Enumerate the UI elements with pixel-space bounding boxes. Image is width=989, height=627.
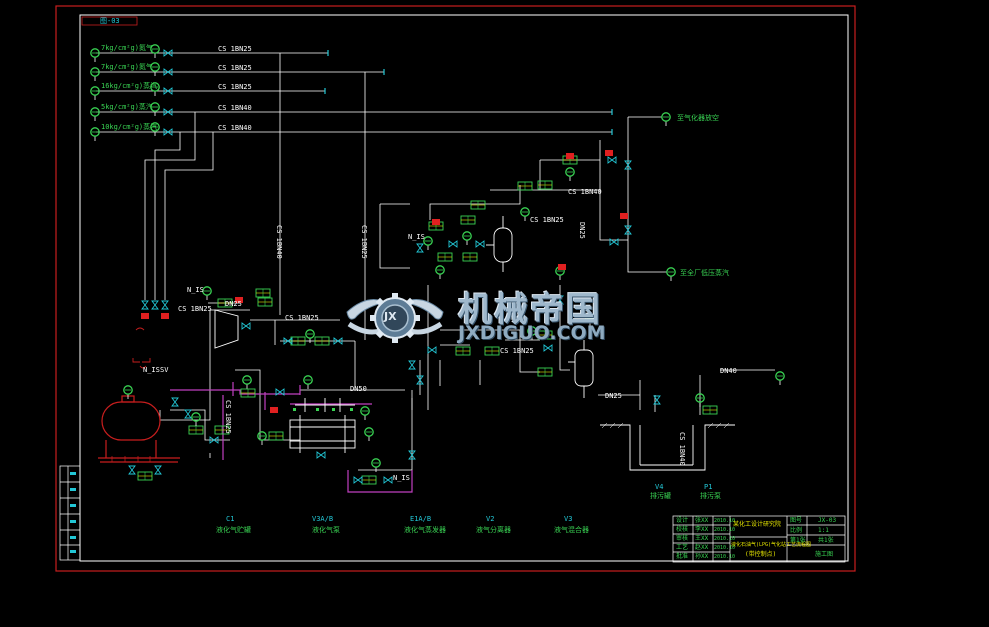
tb-drawing-no-label: 图号 xyxy=(790,517,803,524)
header-label-1: 7kg/cm²g)氮气 xyxy=(101,44,153,52)
line-tag-right-short: CS 1BN40 xyxy=(568,188,602,196)
utility-headers xyxy=(96,52,612,133)
line-tag-pit: CS 1BN25 xyxy=(530,216,564,224)
header-label-2: 7kg/cm²g)氮气 xyxy=(101,63,153,71)
equipment-name-v2: 液气分离器 xyxy=(476,526,511,534)
watermark-cn: 机械帝国 xyxy=(458,290,602,330)
valve-tag-n1: N_IS xyxy=(187,286,204,294)
equipment-name-v4: 排污罐 xyxy=(650,492,671,500)
tb-row3-name: 王XX xyxy=(695,535,709,542)
equipment-code-p1: P1 xyxy=(704,483,713,491)
compressor-symbol xyxy=(214,309,239,349)
header-label-4: 5kg/cm²g)蒸汽 xyxy=(101,103,153,111)
header-label-5: 10kg/cm²g)蒸汽 xyxy=(101,123,158,131)
tb-row2-name: 李XX xyxy=(695,526,709,533)
relief-valve xyxy=(132,327,151,369)
drain-pit xyxy=(600,424,735,471)
equipment-code-c1: C1 xyxy=(226,515,235,523)
watermark-logo: 机械帝国 JXDIGUO.COM JX xyxy=(345,282,645,352)
title-block-grid xyxy=(672,515,846,563)
sheet-border xyxy=(55,5,856,572)
tb-row3-role: 审核 xyxy=(676,535,689,542)
tb-row4-date: 2010.10 xyxy=(714,545,736,551)
watermark-emblem xyxy=(346,293,444,343)
tb-drawing-no: JX-03 xyxy=(818,517,837,524)
tb-sheet-label: 第1张 xyxy=(790,537,806,544)
tb-scale-label: 比例 xyxy=(790,527,803,534)
header-tag-4: CS 1BN40 xyxy=(218,104,252,112)
equipment-name-p1: 排污泵 xyxy=(700,492,721,500)
tb-row3-date: 2010.10 xyxy=(714,536,736,542)
line-tag-dn50: DN50 xyxy=(350,385,367,393)
line-tag-dn25c: DN25 xyxy=(578,222,586,239)
header-tag-1: CS 1BN25 xyxy=(218,45,252,53)
storage-tank xyxy=(98,395,180,463)
tb-row5-date: 2010.10 xyxy=(714,554,736,560)
outlet-label-bottom: 至全厂低压蒸汽 xyxy=(680,269,729,277)
header-tag-3: CS 1BN25 xyxy=(218,83,252,91)
equipment-name-c1: 液化气贮罐 xyxy=(216,526,251,534)
equipment-name-e1ab: 液化气蒸发器 xyxy=(404,526,446,534)
line-tag-pump-small: CS 1BN25 xyxy=(285,314,319,322)
sheet-tag-box xyxy=(81,16,138,26)
equipment-code-v4: V4 xyxy=(655,483,664,491)
tb-company: 某化工设计研究院 xyxy=(733,521,782,528)
valve-tag-n3: N_IS xyxy=(143,366,160,374)
tb-row2-role: 校核 xyxy=(676,526,689,533)
tb-row4-name: 赵XX xyxy=(695,544,709,551)
drawing-frame xyxy=(79,14,849,562)
tb-drawing-subtitle: (带控制点) xyxy=(745,551,777,558)
tb-row5-name: 孙XX xyxy=(695,553,709,560)
separator-vessel xyxy=(486,216,513,272)
tb-scale: 1:1 xyxy=(818,527,829,534)
equipment-code-v2: V2 xyxy=(486,515,495,523)
line-tag-pit-vert: CS 1BN40 xyxy=(678,432,686,466)
tb-row4-role: 工艺 xyxy=(676,544,689,551)
tb-drawing-title: 液化石油气(LPG)气化站工艺流程图 xyxy=(731,542,812,548)
line-tag-pump: CS 1BN25 xyxy=(178,305,212,313)
line-tag-tank-branch: CS 1BN25 xyxy=(224,400,232,434)
outlet-label-top: 至气化器放空 xyxy=(677,114,719,122)
line-tag-v1: CS 1BN40 xyxy=(275,225,283,259)
header-label-3: 16kg/cm²g)蒸汽 xyxy=(101,82,158,90)
equipment-code-e1ab: E1A/B xyxy=(410,515,432,523)
line-tag-right-branch: CS 1BN25 xyxy=(500,347,534,355)
header-tag-2: CS 1BN25 xyxy=(218,64,252,72)
equipment-name-v3ab: 液化气泵 xyxy=(312,526,340,534)
mixer-column xyxy=(568,340,594,398)
valve-tag-n4: N_IS xyxy=(393,474,410,482)
watermark-en: JXDIGUO.COM xyxy=(458,322,606,344)
valve-tag-sv: SV xyxy=(160,366,169,374)
sheet-tag: 图-03 xyxy=(100,17,120,25)
equipment-name-v3: 液气混合器 xyxy=(554,526,589,534)
equipment-code-v3ab: V3A/B xyxy=(312,515,334,523)
tb-row1-name: 张XX xyxy=(695,517,709,524)
watermark-badge: JX xyxy=(384,310,397,323)
tb-row1-role: 设计 xyxy=(676,517,689,524)
tb-row1-date: 2010.10 xyxy=(714,518,736,524)
equipment-code-v3: V3 xyxy=(564,515,573,523)
line-tag-dn40: DN40 xyxy=(720,367,737,375)
tb-row5-role: 批准 xyxy=(676,553,689,560)
header-tag-5: CS 1BN40 xyxy=(218,124,252,132)
line-tag-v2: CS 1BN25 xyxy=(360,225,368,259)
line-tag-dn25: DN25 xyxy=(225,300,242,308)
vaporizer-exchanger xyxy=(289,398,356,453)
valve-tag-n2: N_IS xyxy=(408,233,425,241)
revision-column xyxy=(59,465,81,561)
line-tag-dn25b: DN25 xyxy=(605,392,622,400)
tb-stage: 施工图 xyxy=(815,551,834,558)
tb-sheets: 共1张 xyxy=(818,537,834,544)
tb-row2-date: 2010.10 xyxy=(714,527,736,533)
